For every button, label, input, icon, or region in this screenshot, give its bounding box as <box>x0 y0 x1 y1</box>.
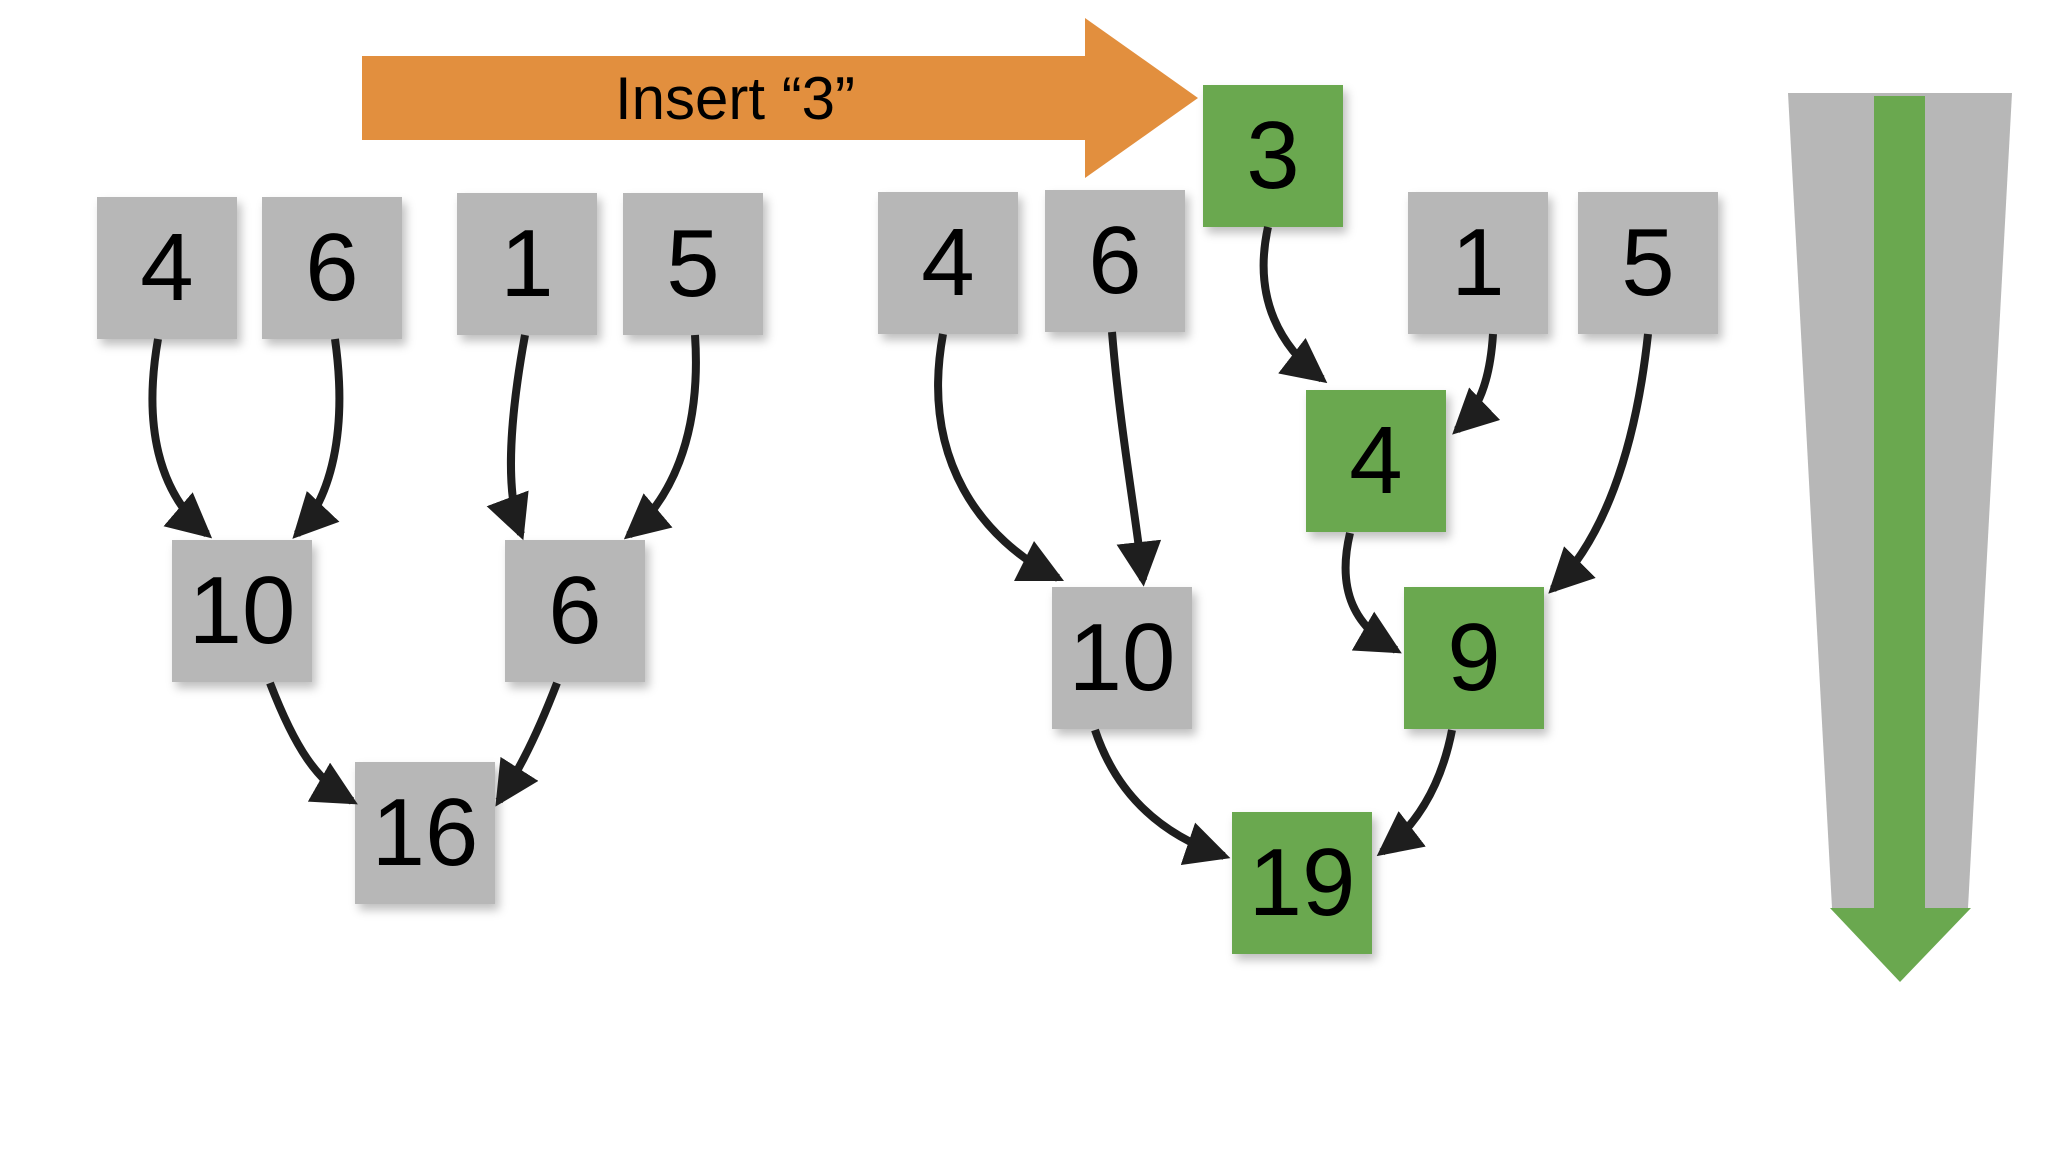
edge-left-5-6 <box>623 334 700 540</box>
node-right-leaf-5: 5 <box>1578 192 1718 334</box>
node-left-leaf-5: 5 <box>623 193 763 335</box>
node-right-leaf-3-new: 3 <box>1203 85 1343 227</box>
node-right-sum-4: 4 <box>1306 390 1446 532</box>
edge-right-9-19 <box>1376 729 1456 857</box>
edge-right-5-9 <box>1548 333 1652 594</box>
node-right-sum-9: 9 <box>1404 587 1544 729</box>
edge-left-6-16 <box>495 681 561 807</box>
node-right-root-19: 19 <box>1232 812 1372 954</box>
edge-left-1-6 <box>486 334 529 541</box>
down-arrow-track <box>1788 93 2012 908</box>
edge-right-4-9 <box>1341 532 1402 654</box>
edge-left-10-16 <box>266 681 358 805</box>
node-left-leaf-1: 1 <box>457 193 597 335</box>
node-left-sum-10: 10 <box>172 540 312 682</box>
node-right-sum-10: 10 <box>1052 587 1192 729</box>
edge-left-4-10 <box>148 338 213 539</box>
edge-right-1-4 <box>1452 333 1501 435</box>
edge-right-3-4 <box>1259 226 1328 384</box>
node-right-leaf-4: 4 <box>878 192 1018 334</box>
edge-left-6-10 <box>292 338 344 539</box>
down-arrow-head-icon <box>1830 908 1971 982</box>
node-left-leaf-4: 4 <box>97 197 237 339</box>
node-left-leaf-6: 6 <box>262 197 402 339</box>
node-right-leaf-1: 1 <box>1408 192 1548 334</box>
edge-right-4-10 <box>934 333 1065 582</box>
node-left-root-16: 16 <box>355 762 495 904</box>
edge-right-6-10 <box>1108 331 1162 587</box>
node-right-leaf-6: 6 <box>1045 190 1185 332</box>
node-left-sum-6: 6 <box>505 540 645 682</box>
insert-arrow-label: Insert “3” <box>614 64 856 132</box>
edge-right-10-19 <box>1091 728 1231 865</box>
down-arrow-icon <box>1874 96 1925 908</box>
